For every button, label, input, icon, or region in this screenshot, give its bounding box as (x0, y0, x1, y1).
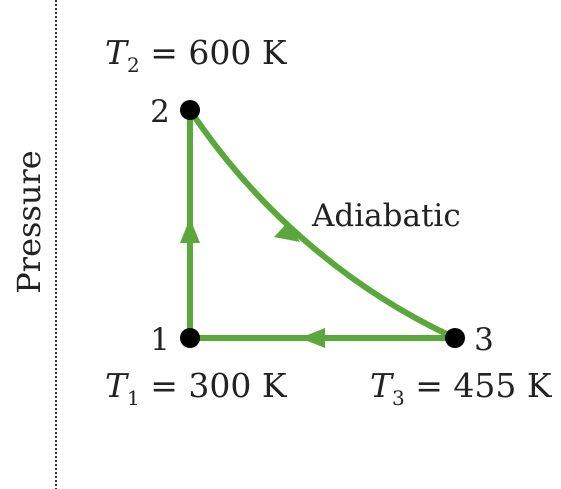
state-point-3 (445, 328, 465, 348)
state-point-1 (180, 328, 200, 348)
arrow-2-to-3 (274, 222, 300, 242)
temperature-label-1: T1 = 300 K (105, 366, 288, 410)
arrow-3-to-1 (300, 328, 325, 348)
temperature-label-3: T3 = 455 K (370, 366, 553, 410)
state-point-2 (180, 100, 200, 120)
adiabatic-process-label: Adiabatic (311, 198, 461, 234)
process-2-to-3-adiabatic (187, 108, 457, 341)
point-2-label: 2 (150, 94, 170, 130)
arrow-1-to-2 (180, 218, 200, 243)
point-1-label: 1 (150, 322, 170, 358)
pressure-axis-label: Pressure (10, 150, 48, 293)
point-3-label: 3 (474, 322, 494, 358)
temperature-label-2: T2 = 600 K (105, 33, 288, 77)
